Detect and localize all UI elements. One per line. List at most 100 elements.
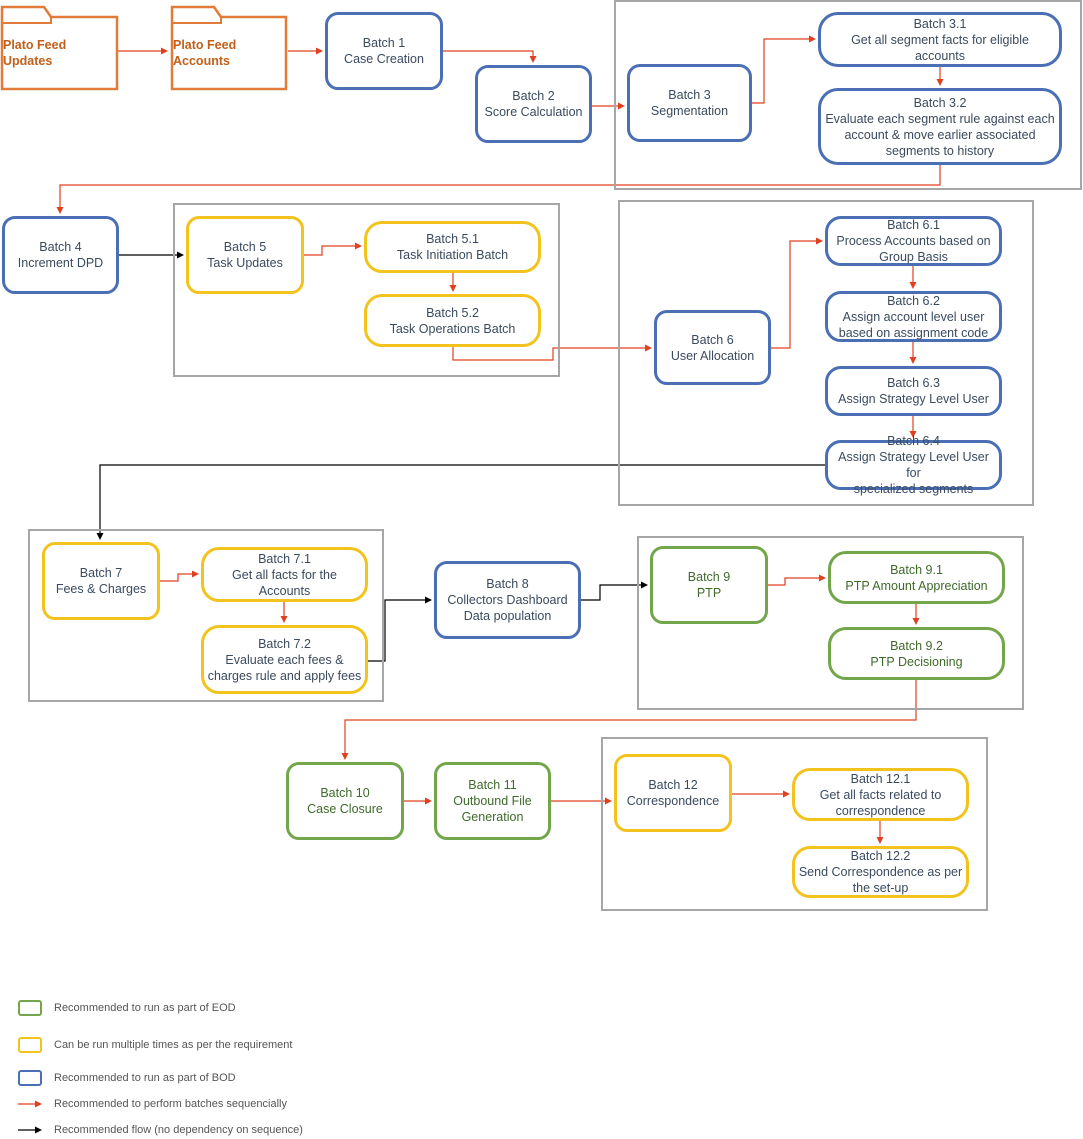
batch-5-2-task-operations[interactable]: Batch 5.2 Task Operations Batch xyxy=(364,294,541,347)
connector-feed-updates-to-accounts xyxy=(118,47,168,55)
folder-icon xyxy=(170,5,288,91)
batch-9-1-ptp-amount-appreciation[interactable]: Batch 9.1 PTP Amount Appreciation xyxy=(828,551,1005,604)
arrowhead-icon xyxy=(909,357,917,364)
legend-bod-swatch xyxy=(18,1070,42,1086)
batch-6-3-assign-strategy-user[interactable]: Batch 6.3 Assign Strategy Level User xyxy=(825,366,1002,416)
arrowhead-icon xyxy=(605,797,612,805)
connector-batch-3-2-to-batch-4 xyxy=(56,165,941,214)
node-label: Batch 8 xyxy=(486,577,529,591)
connector-batch-7-to-batch-7-1 xyxy=(160,570,199,582)
node-label: Batch 11 xyxy=(468,778,517,792)
node-label: Send Correspondence as per xyxy=(798,865,963,879)
connector-line xyxy=(99,464,825,533)
connector-line xyxy=(452,347,645,361)
node-label: Batch 6 xyxy=(691,332,734,347)
node-label: accounts xyxy=(914,48,966,63)
batch-9-ptp[interactable]: Batch 9 PTP xyxy=(650,546,768,624)
arrowhead-icon xyxy=(316,47,323,55)
node-label: Batch 10 xyxy=(320,786,370,800)
node-label: Batch 6.2 xyxy=(887,293,940,308)
connector-batch-12-1-to-batch-12-2 xyxy=(876,821,884,844)
arrowhead-icon xyxy=(816,237,823,245)
connector-line xyxy=(304,245,355,256)
arrowhead-icon xyxy=(192,570,199,578)
node-label: PTP Decisioning xyxy=(870,654,963,669)
plato-feed-updates-label: Plato Feed Updates xyxy=(3,37,66,69)
batch-11-outbound-file-generation[interactable]: Batch 11 Outbound File Generation xyxy=(434,762,551,840)
group-batch-7 xyxy=(28,529,384,702)
connector-batch-9-1-to-batch-9-2 xyxy=(912,604,920,625)
batch-3-segmentation[interactable]: Batch 3 Segmentation xyxy=(627,64,752,142)
group-batch-9 xyxy=(637,536,1024,710)
node-label: Batch 6.1 xyxy=(887,218,940,232)
node-label: Assign account level user xyxy=(842,309,985,324)
batch-12-2-send-correspondence[interactable]: Batch 12.2 Send Correspondence as per th… xyxy=(792,846,969,898)
connector-batch-8-to-batch-9 xyxy=(581,581,648,601)
node-label: Assign Strategy Level User for xyxy=(838,450,989,480)
plato-feed-accounts-line2: Accounts xyxy=(173,54,230,68)
node-label: Batch 7.1 xyxy=(258,551,311,566)
arrowhead-icon xyxy=(645,344,652,352)
node-label: Generation xyxy=(461,810,524,824)
node-label: Batch 3 xyxy=(668,88,711,102)
node-label: Batch 12.2 xyxy=(850,849,911,863)
legend-sequential-label: Recommended to perform batches sequencia… xyxy=(54,1098,287,1110)
batch-6-2-assign-account-user[interactable]: Batch 6.2 Assign account level user base… xyxy=(825,291,1002,342)
batch-7-1-get-facts[interactable]: Batch 7.1 Get all facts for the Accounts xyxy=(201,547,368,602)
arrowhead-icon xyxy=(936,79,944,86)
connector-batch-11-to-batch-12 xyxy=(551,797,612,805)
batch-3-2-evaluate-segment-rule[interactable]: Batch 3.2 Evaluate each segment rule aga… xyxy=(818,88,1062,165)
group-batch-12 xyxy=(601,737,988,911)
batch-4-increment-dpd[interactable]: Batch 4 Increment DPD xyxy=(2,216,119,294)
connector-line xyxy=(443,50,534,56)
node-label: Data population xyxy=(463,609,552,623)
node-label: Case Creation xyxy=(344,52,424,66)
legend-multiple: Can be run multiple times as per the req… xyxy=(18,1035,292,1055)
batch-6-4-assign-strategy-user-specialized[interactable]: Batch 6.4 Assign Strategy Level User for… xyxy=(825,434,1002,496)
node-label: Get all facts related to xyxy=(819,787,942,802)
node-label: charges rule and apply fees xyxy=(207,668,362,683)
red-arrow-icon xyxy=(18,1100,42,1108)
connector-batch-7-1-to-batch-7-2 xyxy=(280,602,288,623)
arrowhead-icon xyxy=(96,533,104,540)
batch-12-correspondence[interactable]: Batch 12 Correspondence xyxy=(614,754,732,832)
node-label: Batch 9 xyxy=(687,570,731,584)
black-arrow-icon xyxy=(18,1126,42,1134)
group-batch-6 xyxy=(618,200,1034,506)
connector-batch-6-3-to-batch-6-4 xyxy=(909,416,917,438)
node-label: specialized segments xyxy=(853,482,974,496)
node-label: Task Operations Batch xyxy=(389,321,516,336)
batch-6-1-process-accounts[interactable]: Batch 6.1 Process Accounts based on Grou… xyxy=(825,216,1002,266)
node-label: Batch 5.1 xyxy=(426,232,479,246)
batch-2-score-calculation[interactable]: Batch 2 Score Calculation xyxy=(475,65,592,143)
batch-10-case-closure[interactable]: Batch 10 Case Closure xyxy=(286,762,404,840)
batch-3-1-segment-facts[interactable]: Batch 3.1 Get all segment facts for elig… xyxy=(818,12,1062,67)
node-label: Assign Strategy Level User xyxy=(838,392,989,406)
batch-5-task-updates[interactable]: Batch 5 Task Updates xyxy=(186,216,304,294)
node-label: Batch 5.2 xyxy=(426,305,479,320)
batch-7-fees-charges[interactable]: Batch 7 Fees & Charges xyxy=(42,542,160,620)
node-label: Score Calculation xyxy=(484,105,583,119)
node-label: Evaluate each segment rule against each xyxy=(825,111,1055,126)
connector-batch-7-2-to-batch-8 xyxy=(368,596,432,662)
batch-9-2-ptp-decisioning[interactable]: Batch 9.2 PTP Decisioning xyxy=(828,627,1005,680)
node-label: Accounts xyxy=(258,583,311,598)
node-label: Batch 1 xyxy=(362,36,406,50)
batch-7-2-evaluate-fees[interactable]: Batch 7.2 Evaluate each fees & charges r… xyxy=(201,625,368,694)
batch-8-collectors-dashboard[interactable]: Batch 8 Collectors Dashboard Data popula… xyxy=(434,561,581,639)
node-label: User Allocation xyxy=(670,348,755,363)
legend-multiple-label: Can be run multiple times as per the req… xyxy=(54,1039,293,1051)
legend-multiple-swatch xyxy=(18,1037,42,1053)
batch-1-case-creation[interactable]: Batch 1 Case Creation xyxy=(325,12,443,90)
arrowhead-icon xyxy=(641,581,648,589)
batch-5-1-task-initiation[interactable]: Batch 5.1 Task Initiation Batch xyxy=(364,221,541,273)
batch-6-user-allocation[interactable]: Batch 6 User Allocation xyxy=(654,310,771,385)
node-label: Segmentation xyxy=(650,104,729,118)
node-label: Batch 12 xyxy=(648,778,698,792)
legend-flow-label: Recommended flow (no dependency on seque… xyxy=(54,1124,303,1136)
node-label: PTP xyxy=(696,586,722,600)
legend-bod-label: Recommended to run as part of BOD xyxy=(54,1072,236,1084)
batch-12-1-correspondence-facts[interactable]: Batch 12.1 Get all facts related to corr… xyxy=(792,768,969,821)
connector-batch-9-to-batch-9-1 xyxy=(768,574,826,586)
